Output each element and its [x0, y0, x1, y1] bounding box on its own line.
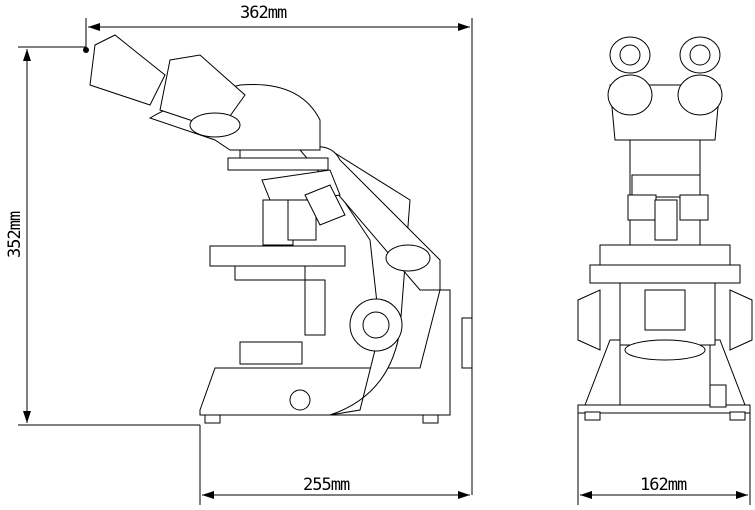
height-label: 352mm — [5, 211, 25, 258]
dimension-depth-255: 255mm — [199, 425, 470, 505]
width-label: 362mm — [240, 3, 287, 23]
microscope-front-view — [577, 36, 753, 421]
dimension-width-362: 362mm — [85, 3, 473, 495]
microscope-side-view — [89, 34, 473, 424]
dimension-front-width-162: 162mm — [577, 410, 751, 505]
front-width-label: 162mm — [640, 475, 687, 495]
depth-label: 255mm — [303, 475, 350, 495]
dimension-height-352: 352mm — [5, 46, 200, 426]
